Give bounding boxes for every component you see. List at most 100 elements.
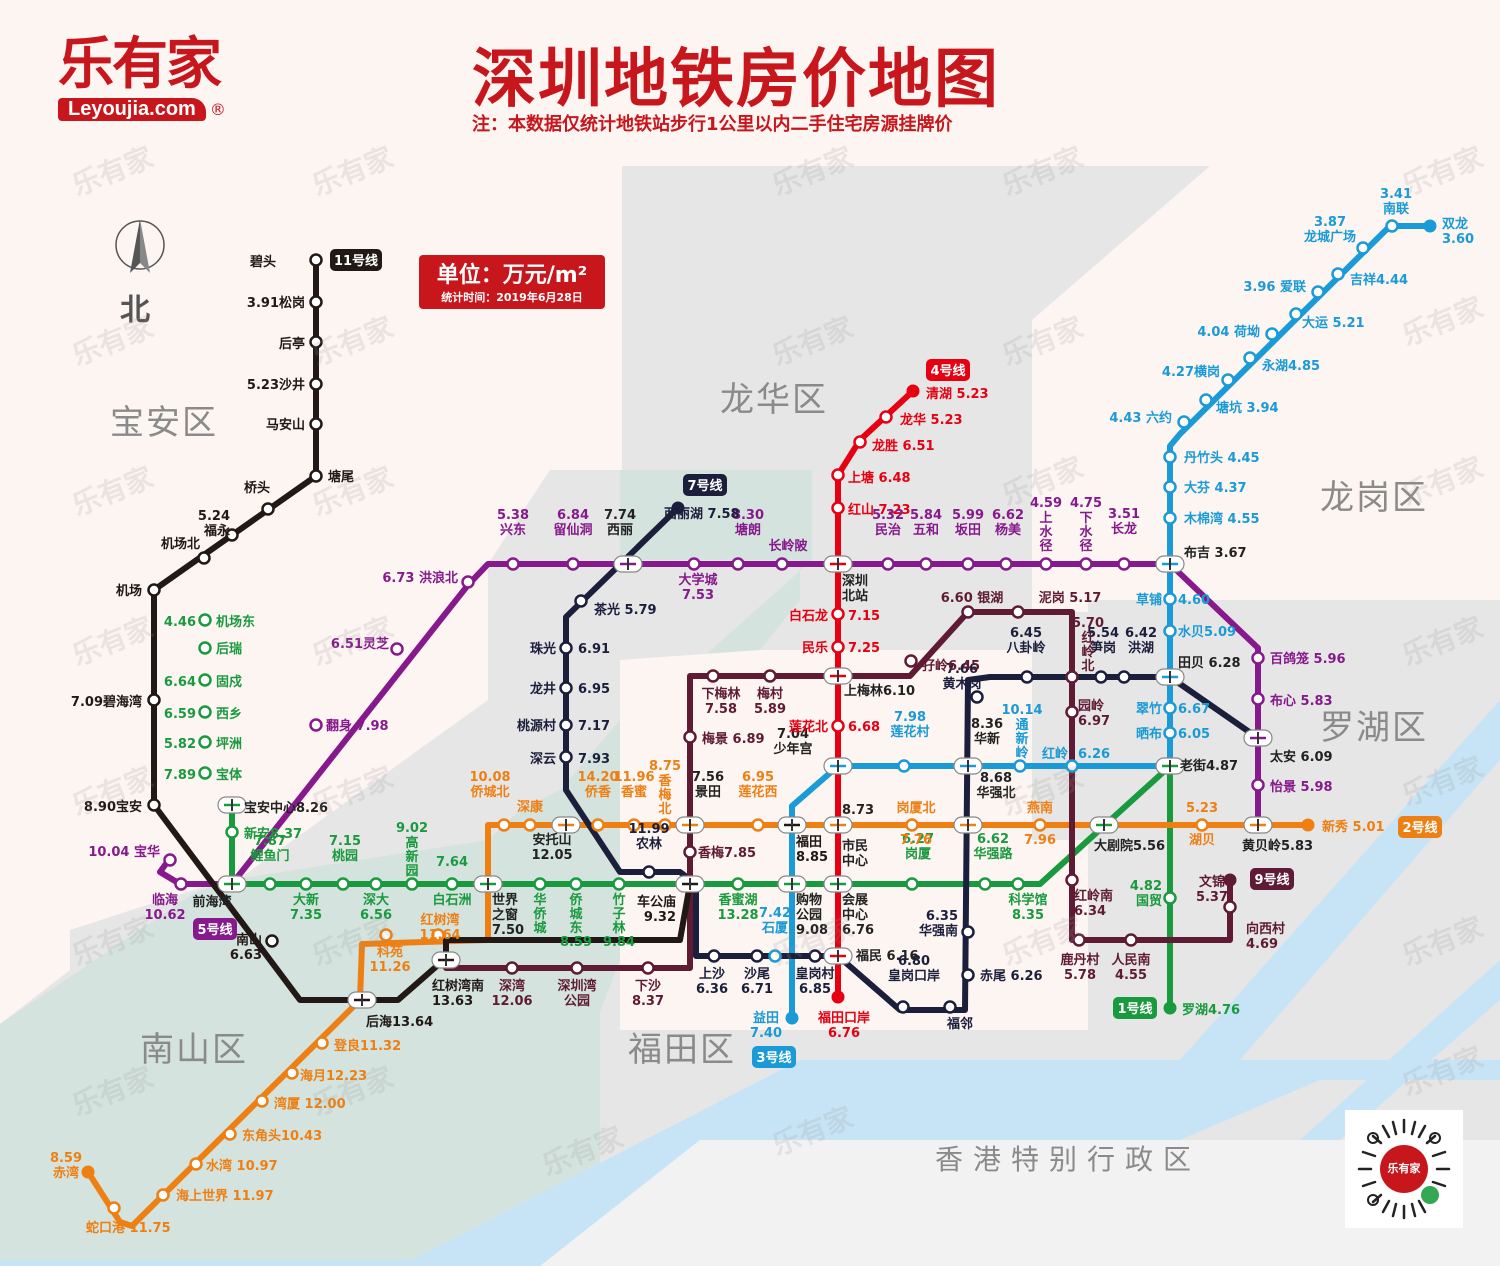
station-大运[interactable]: 大运 5.21: [1289, 307, 1365, 332]
station-丹竹头[interactable]: 丹竹头 4.45: [1163, 450, 1260, 466]
station-机场[interactable]: 机场: [116, 583, 161, 599]
station-前海湾[interactable]: 前海湾: [192, 875, 247, 910]
station-南山[interactable]: 南山6.63: [230, 932, 279, 963]
station-布心[interactable]: 布心 5.83: [1251, 692, 1333, 709]
station-湾厦[interactable]: 湾厦 12.00: [255, 1094, 346, 1113]
station-新秀[interactable]: 新秀 5.01: [1301, 818, 1385, 836]
line4-badge[interactable]: 4号线: [926, 359, 970, 381]
station-香梅[interactable]: 香梅7.85: [683, 845, 757, 861]
station-百鸽笼[interactable]: 百鸽笼 5.96: [1251, 651, 1346, 667]
station-水贝[interactable]: 水贝5.09: [1163, 624, 1237, 640]
station-上梅林[interactable]: 上梅林6.10: [823, 667, 915, 699]
line9-badge[interactable]: 9号线: [1250, 868, 1294, 890]
station-清湖[interactable]: 清湖 5.23: [906, 384, 989, 403]
qr-code-icon[interactable]: 乐有家: [1345, 1110, 1463, 1228]
station-宝安中心[interactable]: 宝安中心8.26: [217, 796, 328, 816]
line1-badge[interactable]: 1号线: [1113, 997, 1157, 1019]
station-福民[interactable]: 福民 6.16: [823, 947, 919, 965]
station-塘坑[interactable]: 塘坑 3.94: [1199, 393, 1279, 417]
station-福邻[interactable]: 福邻: [943, 1000, 974, 1033]
station-荷坳[interactable]: 4.04 荷坳: [1197, 324, 1279, 341]
station-茶光[interactable]: 茶光 5.79: [574, 594, 657, 619]
station-太安[interactable]: 太安 6.09: [1243, 729, 1333, 765]
station-大新[interactable]: 大新7.35: [290, 877, 322, 924]
station-新安[interactable]: 新安8.37: [225, 825, 303, 842]
station-上塘[interactable]: 上塘 6.48: [831, 468, 911, 487]
station-木棉湾[interactable]: 木棉湾 4.55: [1163, 511, 1260, 527]
station-布吉[interactable]: 布吉 3.67: [1155, 545, 1247, 573]
station-下沙[interactable]: 下沙8.37: [632, 961, 664, 1010]
station-上沙[interactable]: 上沙6.36: [696, 949, 728, 998]
station-碧海湾[interactable]: 7.09碧海湾: [71, 693, 161, 710]
station-马安山[interactable]: 马安山: [266, 417, 323, 433]
station-沙尾[interactable]: 沙尾6.71: [741, 949, 773, 998]
station-灵芝[interactable]: 6.51灵芝: [331, 636, 404, 656]
station-海上世界[interactable]: 海上世界 11.97: [156, 1188, 274, 1204]
station-深康[interactable]: 深康: [517, 799, 544, 832]
station-永湖[interactable]: 永湖4.85: [1243, 351, 1321, 375]
station-后瑞[interactable]: 后瑞: [198, 641, 243, 657]
station-龙华[interactable]: 龙华 5.23: [879, 410, 963, 429]
station-黄贝岭[interactable]: 黄贝岭5.83: [1242, 816, 1313, 854]
station-桥头[interactable]: 桥头: [244, 480, 275, 516]
station-沙井[interactable]: 5.23沙井: [247, 377, 323, 393]
line11-badge[interactable]: 11号线: [330, 249, 382, 271]
station-赤尾[interactable]: 赤尾 6.26: [961, 968, 1043, 984]
line7-badge[interactable]: 7号线: [683, 474, 727, 496]
station-华侨城[interactable]: 华侨城: [532, 877, 547, 937]
station-东角头[interactable]: 东角头10.43: [223, 1127, 323, 1144]
station-翻身[interactable]: 翻身 7.98: [309, 718, 389, 734]
station-泥岗[interactable]: 泥岗 5.17: [1011, 590, 1102, 619]
station-深大[interactable]: 深大6.56: [360, 877, 392, 924]
station-文锦[interactable]: 文锦5.37: [1196, 873, 1237, 906]
line3-badge[interactable]: 3号线: [752, 1046, 796, 1068]
station-燕南[interactable]: 燕南7.96: [1024, 800, 1056, 848]
station-罗湖[interactable]: 罗湖4.76: [1163, 1001, 1241, 1019]
